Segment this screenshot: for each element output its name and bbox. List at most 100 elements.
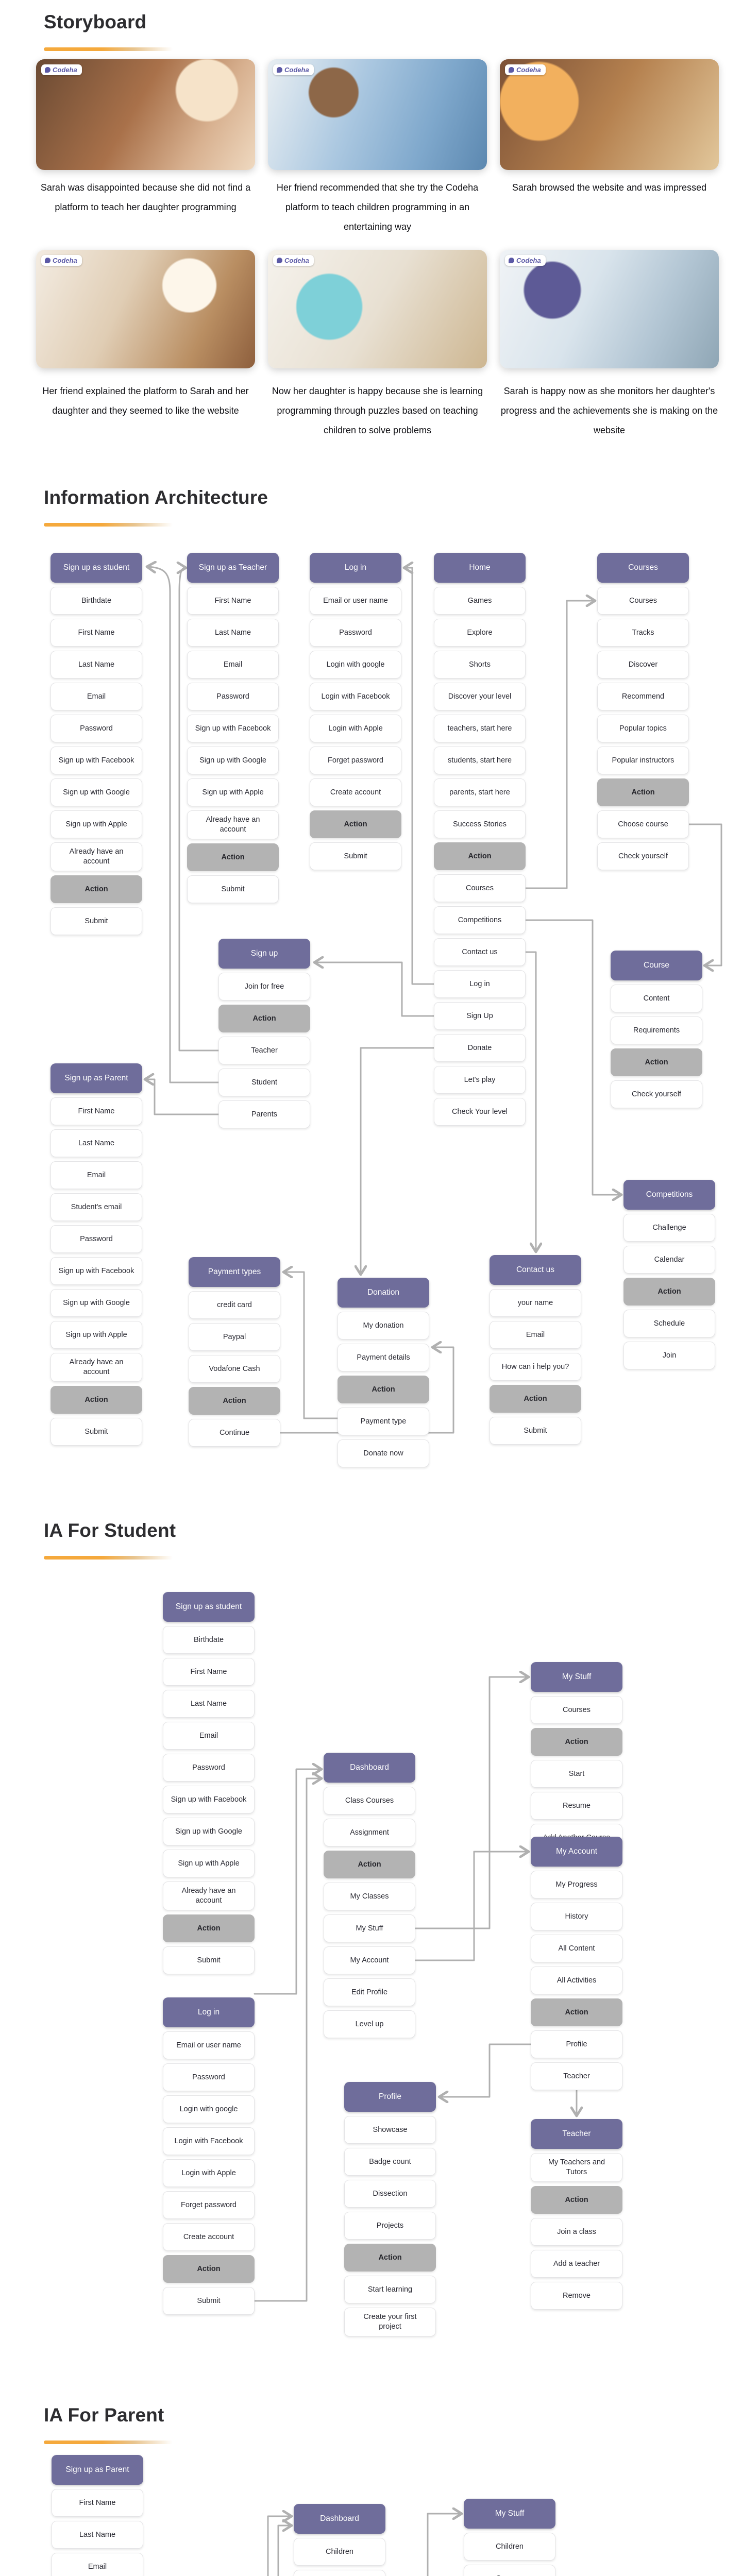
flow-action-box: Action	[434, 842, 526, 870]
flow-item-box: Password	[163, 1754, 255, 1782]
flow-header-my-stuff: My Stuff	[464, 2499, 555, 2529]
storyboard-caption: Now her daughter is happy because she is…	[272, 386, 483, 435]
flow-item-box: Email or user name	[310, 587, 401, 615]
flow-item-box: Sign up with Apple	[50, 810, 142, 838]
flow-item-box: Courses	[531, 1696, 622, 1724]
flow-item-box: Showcase	[344, 2116, 436, 2144]
flow-item-box: Continue	[189, 1419, 280, 1447]
flow-action-box: Action	[338, 1376, 429, 1403]
flow-item-box: Check yourself	[597, 842, 689, 870]
flow-item-box: Email	[52, 2553, 143, 2576]
flow-item-box: Sign up with Facebook	[50, 1257, 142, 1285]
flow-item-box: Challenge	[623, 1214, 715, 1242]
flow-item-box: Games	[434, 587, 526, 615]
flow-item-box: Paypal	[189, 1323, 280, 1351]
flow-column-my-stuff: My StuffCoursesActionStartResumeAdd Anot…	[531, 1662, 622, 1852]
storyboard-card: Codeha	[36, 250, 255, 368]
storyboard-card: Codeha	[36, 59, 255, 170]
codeha-logo-badge: Codeha	[41, 255, 82, 266]
flow-item-box: Sign up with Facebook	[163, 1786, 255, 1814]
storyboard-photo: Codeha	[36, 250, 255, 368]
flow-item-box: First Name	[52, 2489, 143, 2517]
flow-item-box: Payment details	[338, 1344, 429, 1371]
section-title: Information Architecture	[44, 487, 268, 508]
storyboard-caption: Sarah was disappointed because she did n…	[40, 182, 251, 212]
flow-connector	[414, 1677, 528, 1929]
flow-item-box: Login with Facebook	[163, 2127, 255, 2155]
flow-item-box: Login with google	[163, 2095, 255, 2123]
flow-item-box: Submit	[310, 842, 401, 870]
flow-header-sign-up-as-student: Sign up as student	[163, 1592, 255, 1622]
flow-item-box: Last Name	[52, 2521, 143, 2549]
flow-connector	[146, 1079, 220, 1115]
codeha-logo-icon	[45, 67, 50, 73]
flow-action-box: Action	[163, 1914, 255, 1942]
flow-item-box: Requirements	[611, 1016, 702, 1044]
flow-item-box: Let's play	[434, 1066, 526, 1094]
flow-item-box: Password	[310, 619, 401, 647]
flow-item-box: Submit	[163, 2287, 255, 2315]
flow-action-box: Action	[344, 2244, 436, 2272]
flow-item-box: Email	[187, 651, 279, 679]
storyboard-caption: Sarah is happy now as she monitors her d…	[500, 386, 718, 435]
flow-item-box: Already have an account	[187, 810, 279, 839]
flow-action-box: Action	[623, 1278, 715, 1306]
flow-item-box: Submit	[50, 1418, 142, 1446]
flow-item-box: Edit Profile	[324, 1978, 415, 2006]
flow-item-box: My Teachers and Tutors	[531, 2153, 622, 2182]
flow-item-box: Create account	[163, 2223, 255, 2251]
codeha-logo-badge: Codeha	[505, 64, 546, 75]
storyboard-caption: Her friend recommended that she try the …	[276, 182, 479, 232]
flow-item-box: Password	[163, 2063, 255, 2091]
section-title-underline	[44, 2441, 173, 2444]
codeha-logo-icon	[277, 258, 282, 263]
codeha-logo-badge: Codeha	[273, 255, 314, 266]
flow-item-box: Class Courses	[294, 2570, 385, 2576]
flow-item-box: Recommend	[597, 683, 689, 710]
flow-item-box: Donate now	[338, 1439, 429, 1467]
codeha-logo-text: Codeha	[284, 257, 309, 264]
flow-item-box: Success Stories	[434, 810, 526, 838]
flow-item-box: First Name	[50, 1097, 142, 1125]
flow-item-box: Sign up with Facebook	[50, 747, 142, 774]
codeha-logo-text: Codeha	[516, 257, 541, 264]
flow-item-box: Submit	[187, 875, 279, 903]
codeha-logo-badge: Codeha	[41, 64, 82, 75]
flow-action-box: Action	[531, 1998, 622, 2026]
flow-item-box: Parents	[218, 1100, 310, 1128]
flow-action-box: Action	[163, 2255, 255, 2283]
flow-header-contact-us: Contact us	[490, 1255, 581, 1285]
flow-item-box: Assignment	[324, 1819, 415, 1846]
flow-item-box: Password	[50, 715, 142, 742]
flow-connector	[148, 567, 220, 1083]
flow-column-dashboard: DashboardChildrenClass CoursesAssignment…	[294, 2504, 385, 2576]
section-title-underline	[44, 523, 173, 527]
flow-item-box: Join for free	[218, 973, 310, 1001]
codeha-logo-icon	[509, 258, 514, 263]
flow-item-box: Badge count	[344, 2148, 436, 2176]
flow-item-box: All Content	[531, 1935, 622, 1962]
flow-action-box: Action	[531, 1728, 622, 1756]
storyboard-caption: Sarah browsed the website and was impres…	[512, 182, 707, 193]
flow-item-box: Remove	[531, 2282, 622, 2310]
flow-item-box: Check Your level	[434, 1098, 526, 1126]
flow-item-box: your name	[490, 1289, 581, 1317]
flow-item-box: Email	[490, 1321, 581, 1349]
flow-connector	[361, 1047, 435, 1274]
codeha-logo-text: Codeha	[516, 66, 541, 74]
flow-item-box: Check yourself	[611, 1080, 702, 1108]
flow-item-box: Tracks	[597, 619, 689, 647]
flow-item-box: Donate	[434, 1034, 526, 1062]
flow-item-box: First Name	[50, 619, 142, 647]
flow-action-box: Action	[324, 1851, 415, 1878]
flow-item-box: Children	[294, 2538, 385, 2566]
flow-action-box: Action	[531, 2186, 622, 2214]
